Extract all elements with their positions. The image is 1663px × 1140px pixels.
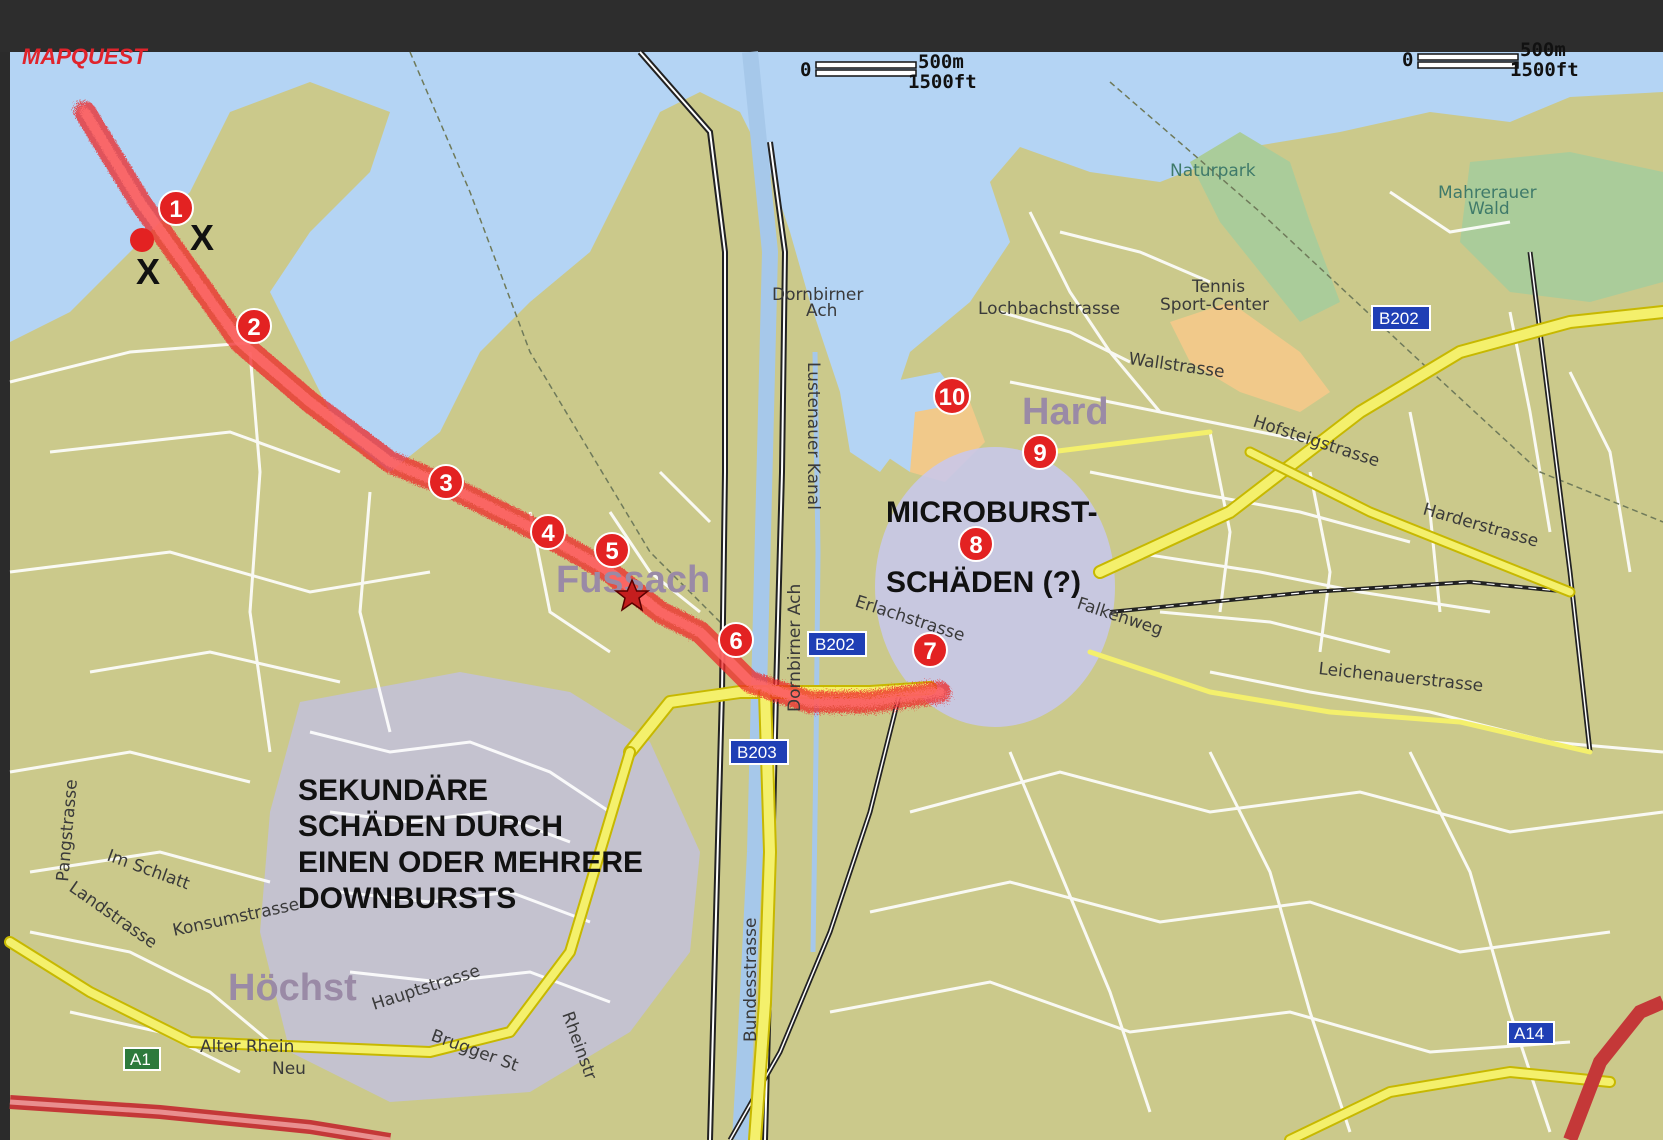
svg-text:500m: 500m — [1520, 39, 1566, 61]
boundary-lines — [409, 51, 1663, 633]
label-naturpark: Naturpark — [1170, 161, 1256, 181]
svg-text:3: 3 — [439, 470, 452, 497]
town-hard: Hard — [1022, 391, 1109, 433]
label-neu: Neu — [272, 1059, 306, 1079]
label-tennis-2: Sport-Center — [1160, 295, 1269, 315]
marker-9[interactable]: 9 — [1022, 434, 1058, 470]
svg-text:6: 6 — [729, 628, 742, 655]
x-mark-2: X — [136, 251, 160, 292]
marker-8[interactable]: 8 — [958, 526, 994, 562]
annotation-secondary-line2: SCHÄDEN DURCH — [298, 810, 563, 843]
star-icon — [613, 578, 651, 612]
svg-text:1500ft: 1500ft — [908, 71, 977, 93]
naturpark-area — [1190, 132, 1340, 322]
main-roads — [4, 305, 1663, 1140]
svg-text:B203: B203 — [737, 743, 777, 762]
svg-text:A14: A14 — [1514, 1024, 1544, 1043]
label-dornbirner-ach-vertical: Dornbirner Ach — [785, 584, 805, 712]
marker-10[interactable]: 10 — [933, 377, 971, 415]
label-lochbachstrasse: Lochbachstrasse — [978, 299, 1120, 319]
shield-b203: B203 — [729, 739, 789, 765]
annotation-microburst-line2: SCHÄDEN (?) — [886, 566, 1081, 599]
marker-3[interactable]: 3 — [428, 464, 464, 500]
svg-text:5: 5 — [605, 538, 618, 565]
annotation-microburst-line1: MICROBURST- — [886, 496, 1098, 529]
svg-text:1500ft: 1500ft — [1510, 59, 1579, 81]
marker-7[interactable]: 7 — [912, 632, 948, 668]
label-tennis-1: Tennis — [1191, 277, 1245, 297]
label-lustenauer-kanal: Lustenauer Kanal — [803, 362, 823, 510]
lake-constance — [10, 52, 1663, 472]
label-alter-rhein: Alter Rhein — [200, 1037, 294, 1057]
marker-2[interactable]: 2 — [236, 308, 272, 344]
svg-text:0: 0 — [800, 59, 811, 81]
label-dornbirner-ach-1: Dornbirner — [772, 285, 863, 305]
scale-bar-center: 0 500m 1500ft — [800, 51, 977, 93]
svg-text:1: 1 — [169, 196, 182, 223]
motorway-a14 — [1563, 995, 1663, 1140]
shield-a1: A1 — [123, 1047, 161, 1071]
svg-text:A1: A1 — [130, 1050, 151, 1069]
label-bundesstrasse: Bundesstrasse — [741, 918, 761, 1042]
top-bar — [0, 0, 1663, 52]
svg-text:2: 2 — [247, 314, 260, 341]
shield-a14: A14 — [1507, 1021, 1555, 1045]
map-canvas: MAPQUEST 0 500m 1500ft 0 500m 1500ft Fus… — [4, 39, 1663, 1140]
svg-text:4: 4 — [541, 520, 555, 547]
tennis-area — [1170, 302, 1330, 412]
mapquest-logo: MAPQUEST — [22, 44, 148, 69]
rhine-canal — [732, 51, 779, 1140]
svg-text:9: 9 — [1033, 440, 1046, 467]
town-hoechst: Höchst — [228, 967, 357, 1009]
svg-text:500m: 500m — [918, 51, 964, 73]
label-mahrerauer-1: Mahrerauer — [1438, 183, 1537, 203]
annotation-secondary-line3: EINEN ODER MEHRERE — [298, 846, 643, 879]
marker-6[interactable]: 6 — [718, 622, 754, 658]
minor-streets — [9, 190, 1663, 1133]
mahrerauer-wald-area — [1460, 152, 1663, 302]
label-dornbirner-ach-2: Ach — [806, 301, 837, 321]
svg-text:0: 0 — [1402, 49, 1413, 71]
marker-4[interactable]: 4 — [530, 514, 566, 550]
shield-b202-east: B202 — [1371, 305, 1431, 331]
marker-5[interactable]: 5 — [594, 532, 630, 568]
svg-text:B202: B202 — [1379, 309, 1419, 328]
label-mahrerauer-2: Wald — [1468, 199, 1510, 219]
red-dot — [130, 228, 154, 252]
harbour-area — [910, 402, 985, 482]
motorway-a1-inner — [9, 1099, 391, 1140]
x-mark-1: X — [190, 217, 214, 258]
marker-1[interactable]: 1 — [158, 190, 194, 226]
svg-text:B202: B202 — [815, 635, 855, 654]
annotation-secondary-line1: SEKUNDÄRE — [298, 774, 488, 807]
svg-text:10: 10 — [939, 384, 966, 411]
annotation-secondary-line4: DOWNBURSTS — [298, 882, 516, 915]
scale-bar-right: 0 500m 1500ft — [1402, 39, 1579, 81]
svg-text:8: 8 — [969, 532, 982, 559]
svg-text:7: 7 — [923, 638, 936, 665]
map-view[interactable]: MAPQUEST 0 500m 1500ft 0 500m 1500ft Fus… — [4, 39, 1663, 1140]
shield-b202-center: B202 — [807, 631, 867, 657]
